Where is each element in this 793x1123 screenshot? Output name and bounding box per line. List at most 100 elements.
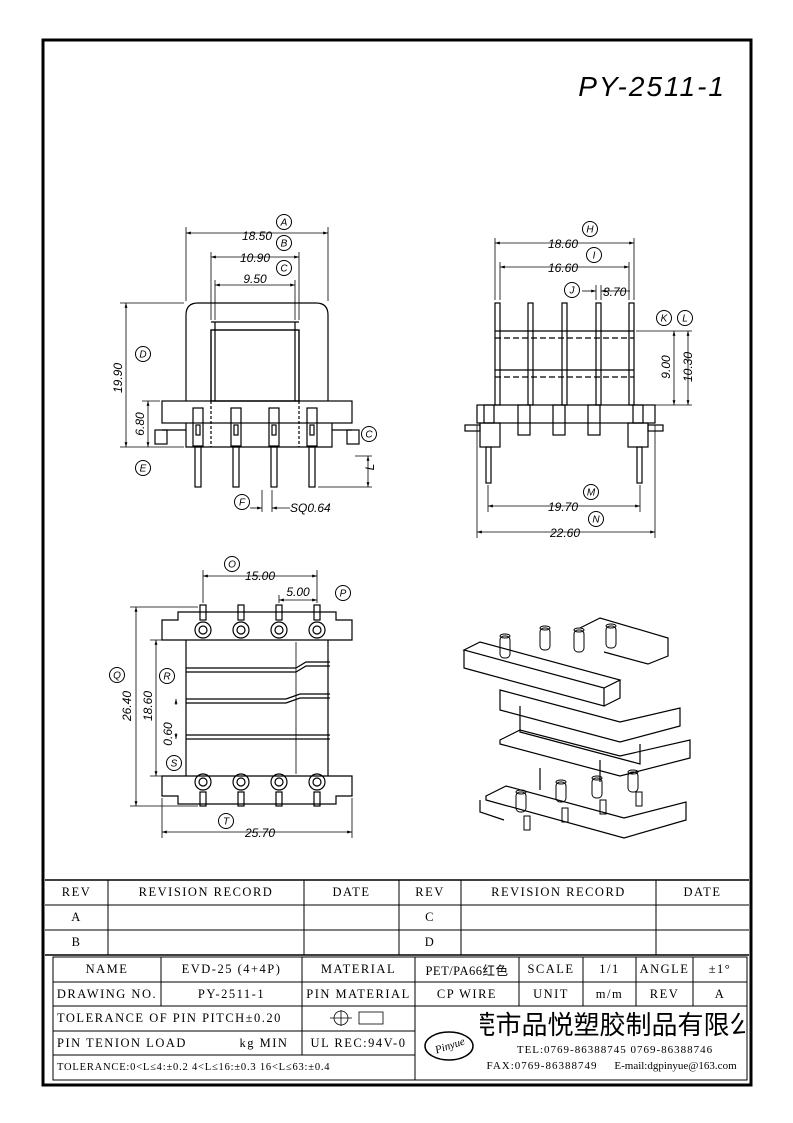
svg-text:H: H	[586, 225, 594, 236]
drawing-no-value: PY-2511-1	[197, 986, 266, 1001]
date-header-1: DATE	[332, 885, 371, 899]
dim-18-60-b: 18.60	[141, 691, 155, 721]
svg-text:E: E	[140, 464, 147, 475]
svg-text:F: F	[239, 498, 246, 509]
svg-text:N: N	[592, 515, 600, 526]
pin-tension-load: PIN TENION LOAD	[57, 1035, 187, 1050]
callout-f-6: F	[234, 494, 250, 510]
pin-material-label: PIN MATERIAL	[306, 986, 411, 1001]
rev-b: B	[71, 935, 82, 949]
rev-a: A	[71, 910, 82, 924]
svg-text:C: C	[280, 264, 288, 275]
svg-text:C: C	[365, 430, 373, 441]
pin-material-value: CP WIRE	[436, 986, 498, 1001]
dim-15-00: 15.00	[245, 569, 275, 583]
svg-text:M: M	[587, 488, 596, 499]
drawing-no-label: DRAWING NO.	[56, 986, 158, 1001]
callout-q-16: Q	[109, 667, 125, 683]
callout-c-2: C	[276, 260, 292, 276]
callout-o-14: O	[224, 556, 240, 572]
svg-text:T: T	[223, 817, 230, 828]
dim-25-70: 25.70	[244, 826, 275, 840]
logo-oval	[424, 1031, 474, 1061]
side-view-labels: 18.60 16.60 3.70 9.00 10.30 19.70 22.60	[548, 237, 695, 540]
svg-text:D: D	[139, 350, 146, 361]
unit-value: m/m	[595, 986, 624, 1001]
dim-5-00: 5.00	[286, 585, 310, 599]
pin-tension-unit: kg MIN	[239, 1035, 289, 1050]
dim-3-70: 3.70	[603, 285, 627, 299]
dim-l: L	[363, 464, 377, 471]
callout-e-4: E	[135, 460, 151, 476]
callout-i-8: I	[586, 247, 602, 263]
dim-22-60: 22.60	[549, 526, 580, 540]
angle-value: ±1°	[708, 962, 732, 976]
rev-value: A	[714, 986, 726, 1001]
material-value: PET/PA66红色	[425, 964, 509, 978]
dim-9-50: 9.50	[243, 272, 267, 286]
callout-r-17: R	[159, 668, 175, 684]
name-label: NAME	[85, 962, 129, 976]
callout-b-1: B	[276, 235, 292, 251]
callout-t-19: T	[218, 813, 234, 829]
callout-l-11: L	[677, 310, 693, 326]
dim-0-60: 0.60	[161, 722, 175, 746]
side-view	[464, 238, 692, 538]
title-block-grid	[45, 880, 749, 1081]
rev-header-1: REV	[61, 885, 92, 899]
revision-record-header-2: REVISION RECORD	[491, 885, 626, 899]
top-view-labels: 15.00 5.00 26.40 18.60 0.60 25.70	[120, 569, 310, 840]
scale-value: 1/1	[599, 962, 620, 976]
sheet-border	[41, 38, 753, 1087]
callout-h-7: H	[582, 221, 598, 237]
pin-pitch-tolerance: TOLERANCE OF PIN PITCH±0.20	[57, 1011, 282, 1025]
svg-text:B: B	[281, 239, 288, 250]
svg-text:R: R	[163, 672, 170, 683]
dim-6-80: 6.80	[133, 412, 147, 436]
callout-n-13: N	[588, 511, 604, 527]
rev-header-2: REV	[415, 885, 445, 899]
callout-m-12: M	[583, 484, 599, 500]
revision-record-header-1: REVISION RECORD	[138, 885, 274, 899]
svg-text:L: L	[682, 314, 688, 325]
svg-text:A: A	[280, 218, 288, 229]
rev-label: REV	[649, 986, 680, 1001]
top-view	[130, 570, 353, 838]
part-name: EVD-25 (4+4P)	[181, 962, 282, 976]
drawing-number: PY-2511-1	[578, 71, 726, 102]
company-name: 东莞市品悦塑胶制品有限公司	[480, 1010, 745, 1041]
dim-10-30: 10.30	[681, 352, 695, 382]
svg-text:J: J	[569, 286, 576, 297]
callout-p-15: P	[335, 585, 351, 601]
svg-text:S: S	[171, 759, 178, 770]
rev-c: C	[425, 910, 435, 924]
front-view-labels: 18.50 10.90 9.50 19.90 6.80 L SQ0.64	[111, 229, 377, 515]
dim-19-90: 19.90	[111, 363, 125, 393]
svg-text:Q: Q	[113, 671, 121, 682]
ul-rating: UL REC:94V-0	[310, 1035, 407, 1050]
scale-label: SCALE	[527, 962, 575, 976]
callout-j-9: J	[564, 282, 580, 298]
dim-19-70: 19.70	[548, 500, 578, 514]
company-email: E-mail:dgpinyue@163.com	[614, 1060, 737, 1072]
callout-s-18: S	[166, 755, 182, 771]
front-pins	[192, 407, 318, 488]
svg-text:K: K	[661, 314, 669, 325]
dim-9-00: 9.00	[659, 355, 673, 379]
dim-10-90: 10.90	[240, 251, 270, 265]
date-header-2: DATE	[683, 885, 722, 899]
front-view	[120, 227, 372, 512]
rev-d: D	[424, 935, 436, 949]
dim-26-40: 26.40	[120, 691, 134, 722]
dim-18-50: 18.50	[242, 229, 272, 243]
material-label: MATERIAL	[320, 962, 397, 976]
callout-d-3: D	[135, 346, 151, 362]
isometric-view	[462, 617, 691, 839]
callout-k-10: K	[656, 310, 672, 326]
svg-text:P: P	[340, 589, 347, 600]
callout-circles: AB C D E C F HI J K L M N O P Q R S T	[109, 214, 693, 829]
callout-a-0: A	[276, 214, 292, 230]
dim-16-60: 16.60	[548, 261, 578, 275]
